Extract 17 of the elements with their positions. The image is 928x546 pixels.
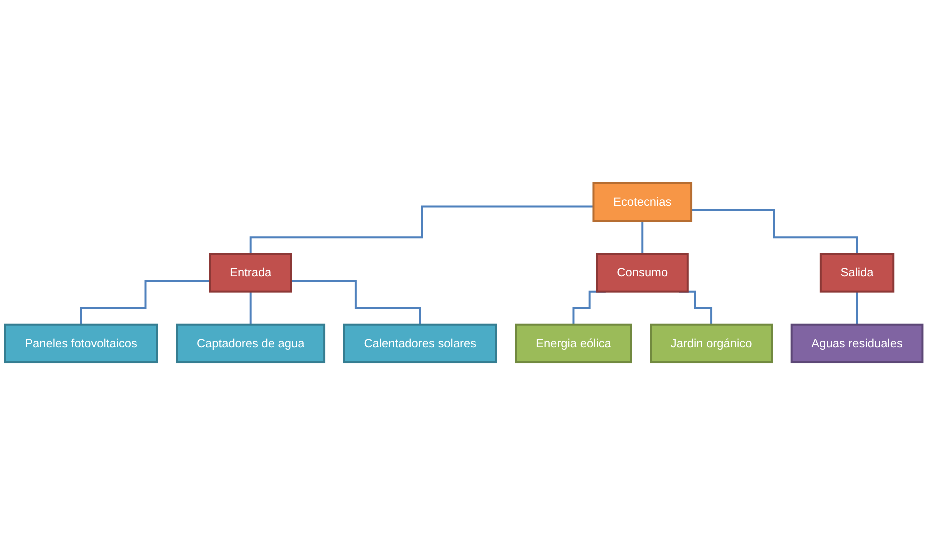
connector (80, 280, 210, 326)
node-box: Energia eólica (515, 324, 632, 364)
node-box: Aguas residuales (790, 324, 924, 364)
connector (250, 206, 594, 256)
connector (856, 290, 858, 326)
node-box: Consumo (596, 253, 689, 293)
node-box: Captadores de agua (176, 324, 326, 364)
node-box: Ecotecnias (592, 182, 693, 222)
connector (292, 280, 422, 326)
node-box: Calentadores solares (343, 324, 498, 364)
node-box: Jardin orgánico (650, 324, 773, 364)
node-box: Entrada (209, 253, 292, 293)
connector (692, 209, 858, 256)
connector (250, 290, 252, 326)
node-box: Salida (820, 253, 895, 293)
node-box: Paneles fotovoltaicos (4, 324, 158, 364)
connector (642, 220, 644, 256)
